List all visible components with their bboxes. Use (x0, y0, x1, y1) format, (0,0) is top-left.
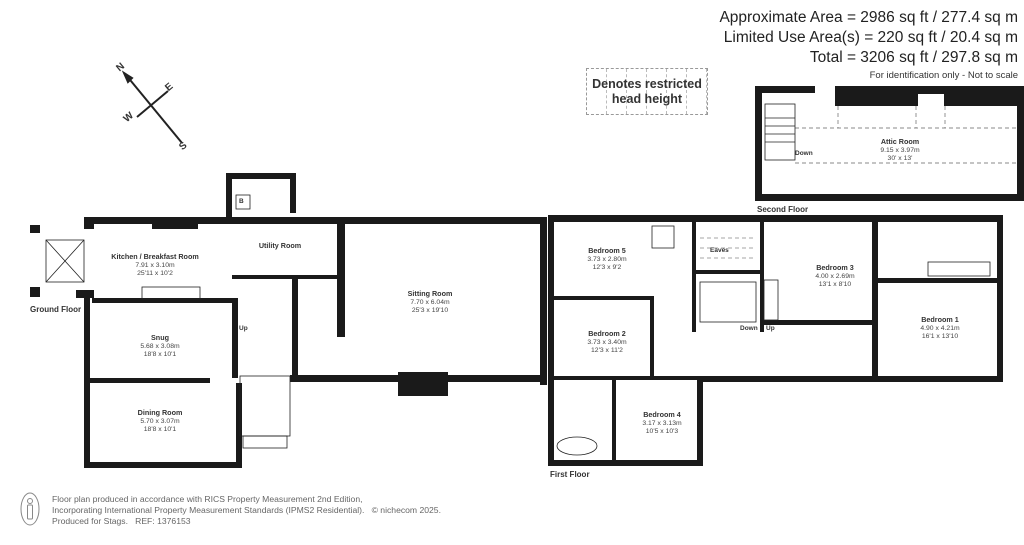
compass-icon (121, 70, 183, 144)
second-stairs-down: Down (795, 150, 813, 157)
ground-floor-fixtures (45, 194, 291, 449)
area-summary: Approximate Area = 2986 sq ft / 277.4 sq… (719, 8, 1018, 81)
room-attic: Attic Room 9.15 x 3.97m 30' x 13' (880, 137, 920, 162)
room-bedroom-3: Bedroom 3 4.00 x 2.69m 13'1 x 8'10 (815, 263, 855, 288)
first-stairs-up: Up (766, 325, 775, 332)
restricted-height-legend: Denotes restricted head height (586, 68, 708, 115)
eaves-label: Eaves (710, 247, 729, 254)
copyright: © nichecom 2025. (371, 505, 441, 515)
ground-floor-label: Ground Floor (30, 305, 82, 314)
boiler-marker: B (239, 198, 244, 205)
ground-stairs-up: Up (239, 325, 248, 332)
first-floor-label: First Floor (550, 470, 590, 479)
footer-line-3: Produced for Stags. REF: 1376153 (52, 516, 191, 526)
first-stairs-down: Down (740, 325, 758, 332)
second-floor-plan (755, 86, 1024, 201)
room-utility: Utility Room (258, 241, 302, 250)
total-area: Total = 3206 sq ft / 297.8 sq m (809, 49, 1018, 66)
room-bedroom-1: Bedroom 1 4.90 x 4.21m 16'1 x 13'10 (920, 315, 960, 340)
legend-line-1: Denotes restricted (592, 76, 702, 91)
approximate-area: Approximate Area = 2986 sq ft / 277.4 sq… (719, 9, 1018, 26)
room-bedroom-4: Bedroom 4 3.17 x 3.13m 10'5 x 10'3 (642, 410, 682, 435)
person-icon (20, 492, 40, 526)
room-kitchen: Kitchen / Breakfast Room 7.91 x 3.10m 25… (111, 252, 199, 277)
limited-use-area: Limited Use Area(s) = 220 sq ft / 20.4 s… (723, 29, 1018, 46)
legend-line-2: head height (611, 91, 683, 106)
first-floor-plan (548, 215, 1003, 466)
first-floor-fixtures (556, 225, 991, 456)
footer-line-2: Incorporating International Property Mea… (52, 505, 365, 515)
room-dining: Dining Room 5.70 x 3.07m 18'8 x 10'1 (137, 408, 183, 433)
footer-line-1: Floor plan produced in accordance with R… (52, 494, 363, 504)
room-bedroom-2: Bedroom 2 3.73 x 3.40m 12'3 x 11'2 (587, 329, 627, 354)
room-snug: Snug 5.68 x 3.08m 18'8 x 10'1 (140, 333, 180, 358)
ground-floor-plan (30, 173, 547, 468)
dashed-grid-icon (587, 69, 707, 114)
room-bedroom-5: Bedroom 5 3.73 x 2.80m 12'3 x 9'2 (587, 246, 627, 271)
second-floor-label: Second Floor (757, 205, 809, 214)
identification-note: For identification only - Not to scale (869, 70, 1018, 81)
room-sitting: Sitting Room 7.70 x 6.04m 25'3 x 19'10 (407, 289, 453, 314)
